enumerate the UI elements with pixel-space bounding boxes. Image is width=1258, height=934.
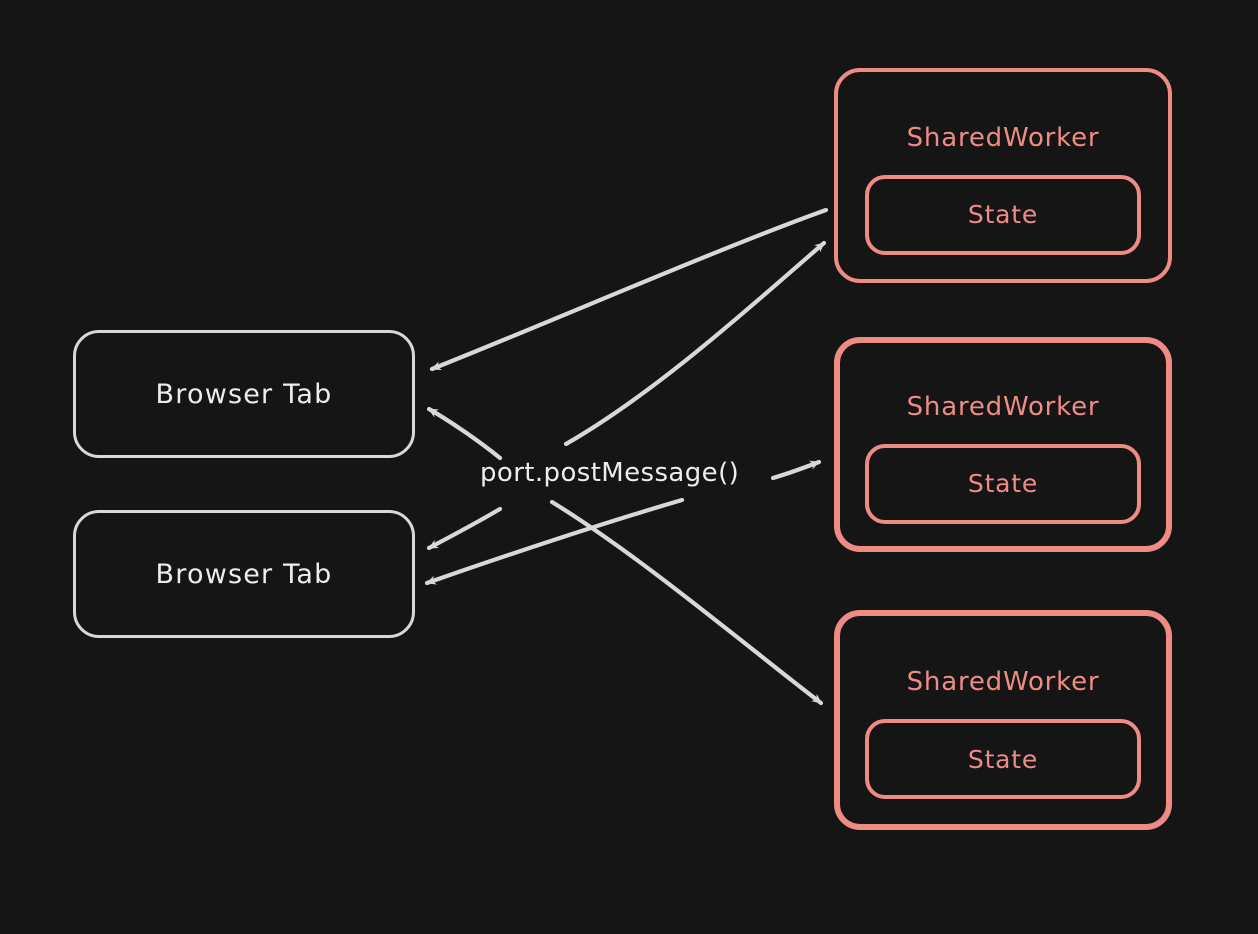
edge-center-to-tab1 (426, 406, 503, 461)
browser-tab-1[interactable]: Browser Tab (73, 330, 415, 458)
edge-center-to-tab2 (426, 506, 503, 551)
shared-worker-1[interactable]: SharedWorker State (834, 68, 1172, 283)
shared-worker-3-state[interactable]: State (865, 719, 1141, 799)
shared-worker-2-state-label: State (967, 469, 1039, 498)
browser-tab-2-label: Browser Tab (155, 558, 333, 590)
shared-worker-1-state-label: State (967, 200, 1039, 229)
browser-tab-2[interactable]: Browser Tab (73, 510, 415, 638)
shared-worker-1-title: SharedWorker (906, 122, 1100, 153)
browser-tab-1-label: Browser Tab (155, 378, 333, 410)
shared-worker-1-state[interactable]: State (865, 174, 1141, 255)
edge-tab2-to-worker3 (549, 499, 824, 706)
edge-worker1-to-tab1 (429, 207, 829, 372)
edge-worker-to-tab2 (424, 497, 685, 586)
shared-worker-2-title: SharedWorker (906, 391, 1100, 422)
edge-label-post-message: port.postMessage() (480, 458, 740, 488)
shared-worker-3-state-label: State (967, 744, 1039, 774)
shared-worker-2[interactable]: SharedWorker State (834, 337, 1172, 552)
shared-worker-3[interactable]: SharedWorker State (834, 610, 1172, 830)
shared-worker-2-state[interactable]: State (865, 443, 1141, 524)
edge-tab1-to-worker1 (563, 240, 827, 447)
edge-center-to-worker2 (770, 459, 822, 481)
shared-worker-3-title: SharedWorker (906, 667, 1100, 697)
